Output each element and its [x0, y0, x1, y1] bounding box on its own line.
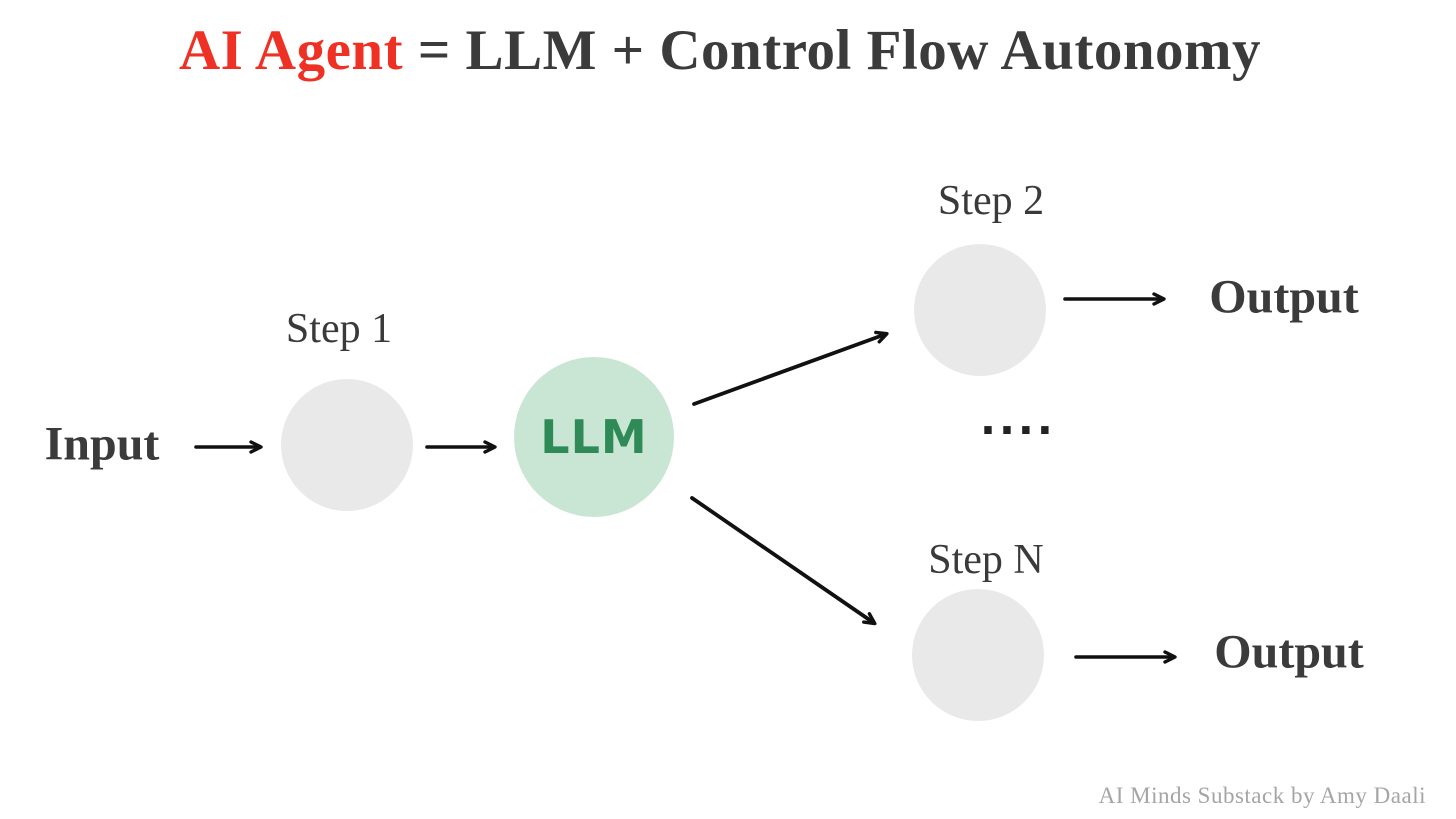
- llm-node: LLM: [514, 357, 674, 517]
- step1-node: [281, 379, 413, 511]
- llm-label: LLM: [540, 410, 648, 464]
- attribution: AI Minds Substack by Amy Daali: [1098, 783, 1426, 808]
- output-top-label: Output: [1209, 270, 1359, 324]
- output-bottom-label: Output: [1214, 625, 1364, 679]
- step1-label: Step 1: [285, 306, 393, 352]
- input-label: Input: [44, 417, 160, 471]
- step2-label: Step 2: [937, 178, 1045, 224]
- stepN-node: [912, 589, 1044, 721]
- arrow-llm-step2: [692, 330, 889, 406]
- arrow-llm-stepN: [690, 496, 877, 626]
- ellipsis-dots: ....: [980, 395, 1056, 444]
- title-highlight: AI Agent: [178, 19, 404, 82]
- page-title: AI Agent = LLM + Control Flow Autonomy: [0, 18, 1440, 83]
- title-rest: = LLM + Control Flow Autonomy: [403, 19, 1262, 82]
- stepN-label: Step N: [928, 537, 1044, 583]
- step2-node: [914, 244, 1046, 376]
